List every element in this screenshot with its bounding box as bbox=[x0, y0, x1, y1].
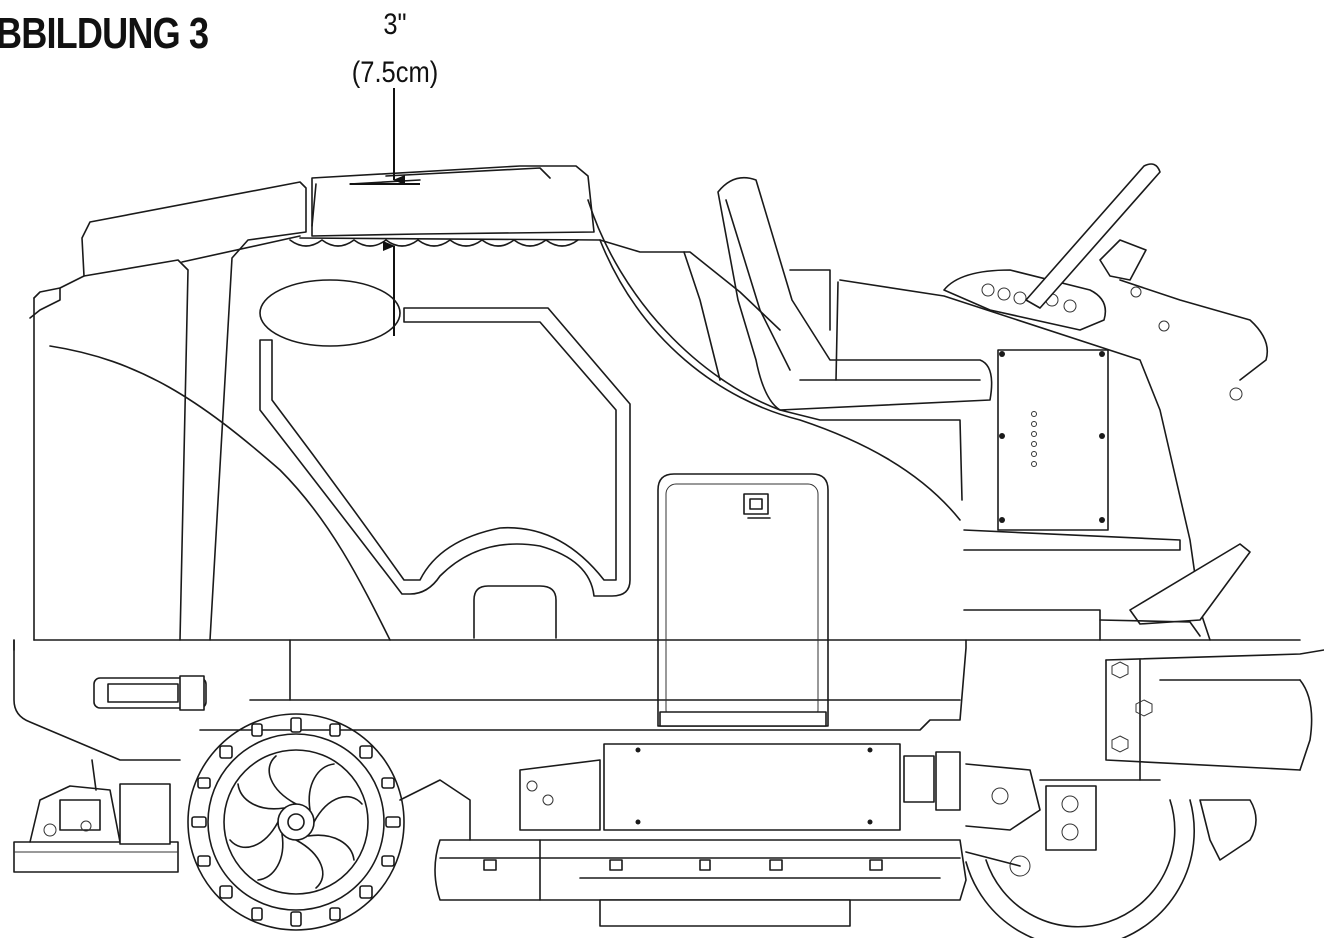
dimension-inch-label: 3" bbox=[383, 8, 407, 41]
front-bumper bbox=[1105, 649, 1324, 861]
cover-seal-edge bbox=[289, 239, 579, 247]
undercarriage-box bbox=[399, 743, 901, 841]
hopper-cover bbox=[299, 165, 963, 521]
tire-tread bbox=[191, 717, 401, 927]
operator-seat bbox=[717, 176, 993, 411]
front-wheel bbox=[965, 779, 1195, 938]
access-door bbox=[657, 473, 829, 727]
control-console bbox=[835, 269, 1211, 641]
rear-wheel bbox=[187, 713, 405, 931]
scrub-deck bbox=[434, 839, 967, 927]
rear-handle bbox=[93, 675, 207, 711]
foot-pedal bbox=[1099, 543, 1251, 637]
front-linkage bbox=[903, 751, 1097, 877]
steering-wheel bbox=[1025, 163, 1269, 401]
dimension-metric-label: (7.5cm) bbox=[351, 56, 439, 89]
side-brush-assembly bbox=[13, 759, 179, 873]
dimension-arrows bbox=[350, 88, 420, 336]
figure-title: BBILDUNG 3 bbox=[0, 9, 209, 58]
machine-body bbox=[13, 181, 1301, 761]
side-recess-panel bbox=[259, 307, 631, 639]
decal-oval bbox=[259, 279, 401, 347]
